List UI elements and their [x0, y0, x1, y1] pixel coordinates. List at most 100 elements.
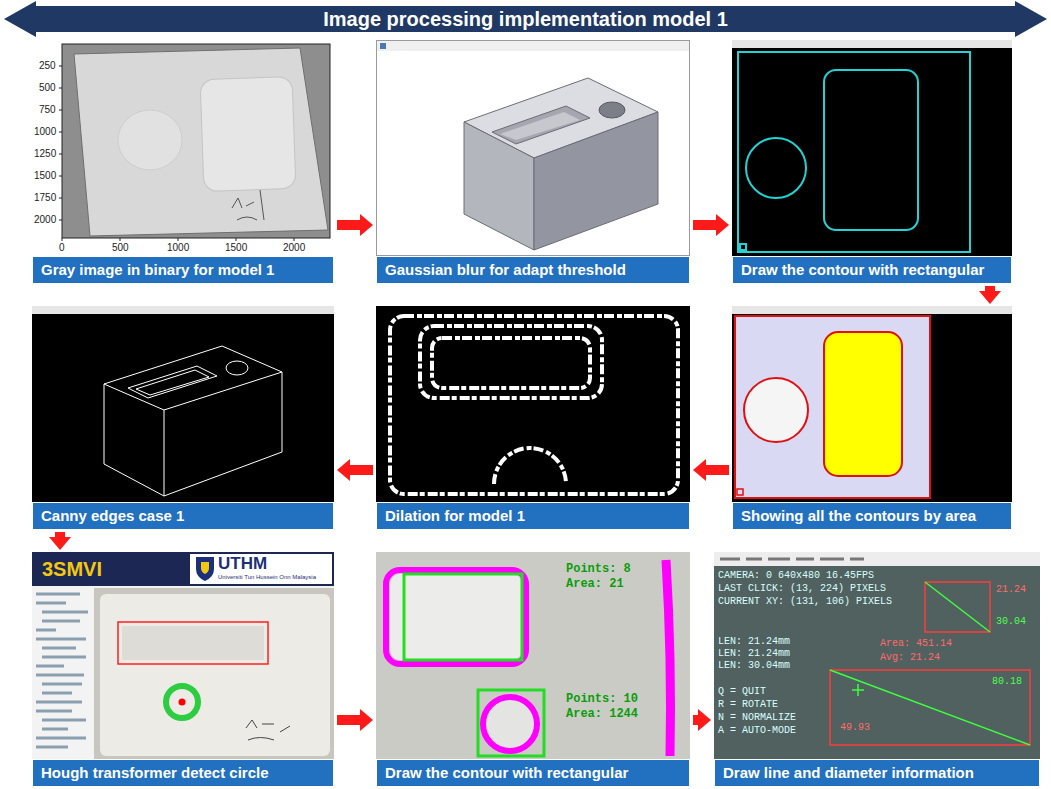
- measurement-readout: R = ROTATE: [718, 699, 778, 711]
- dilation-image: [376, 306, 690, 502]
- caption-text: Draw the contour with rectangular: [741, 261, 1003, 279]
- measurement-readout: Q = QUIT: [718, 686, 766, 698]
- measurement-readout: LEN: 21.24mm: [718, 648, 790, 660]
- caption-text: Gaussian blur for adapt threshold: [385, 261, 681, 279]
- flow-arrow: [706, 465, 729, 475]
- area-contours-window: [735, 316, 930, 498]
- caption-band: Draw the contour with rectangular: [732, 256, 1012, 284]
- grayscale-plot: [59, 44, 330, 241]
- caption-text: Hough transformer detect circle: [41, 764, 325, 782]
- process-panel: Hough transformer detect circle: [32, 552, 334, 787]
- hough-screenshot: [100, 594, 330, 756]
- contour-window: [738, 52, 970, 252]
- contour-readout: Area: 1244: [566, 707, 638, 721]
- contour-photo: [483, 697, 537, 751]
- measurement-screenshot: [830, 670, 1030, 745]
- canny-window: [32, 306, 334, 314]
- measurement-readout: Area: 451.14: [880, 638, 952, 650]
- axis-tick-label: 2000: [34, 214, 56, 226]
- detected-circle: [166, 686, 198, 718]
- caption-band: Gray image in binary for model 1: [32, 256, 334, 284]
- hough-screenshot: [32, 552, 334, 759]
- process-panel: Gaussian blur for adapt threshold: [376, 40, 690, 284]
- dilation-image: [420, 326, 602, 398]
- measurement-screenshot: [830, 670, 1030, 745]
- grayscale-plot: [118, 110, 182, 170]
- process-panel: Showing all the contours by area: [732, 306, 1012, 530]
- axis-tick-label: 1000: [34, 126, 56, 138]
- canny-window: [32, 306, 334, 502]
- canny-window: [226, 361, 248, 375]
- axis-tick-label: 2000: [283, 242, 305, 254]
- process-panel: Dilation for model 1: [376, 306, 690, 530]
- process-panel: Draw line and diameter information: [714, 552, 1040, 787]
- flow-arrow: [350, 465, 373, 475]
- contour-window: [732, 40, 1012, 48]
- contour-window: [746, 138, 806, 198]
- cad-model: [492, 106, 590, 144]
- cad-model: [377, 41, 690, 256]
- contour-photo: [390, 574, 522, 660]
- area-contours-window: [737, 489, 743, 495]
- contour-window: [740, 244, 746, 250]
- caption-band: Draw line and diameter information: [714, 759, 1040, 787]
- center-cross: [852, 684, 864, 696]
- axis-tick-label: 500: [39, 82, 56, 94]
- caption-band: Showing all the contours by area: [732, 502, 1012, 530]
- dilation-image: [390, 316, 678, 494]
- measurement-readout: LAST CLICK: (13, 224) PIXELS: [718, 583, 886, 595]
- circle-center: [179, 699, 186, 706]
- contour-photo: [376, 552, 690, 759]
- measurement-screenshot: [925, 582, 990, 632]
- grayscale-plot: [74, 48, 328, 236]
- canny-window: [32, 306, 334, 502]
- caption-text: Showing all the contours by area: [741, 507, 1003, 525]
- measurement-readout: 21.24: [996, 584, 1026, 596]
- axis-tick-label: 1250: [34, 148, 56, 160]
- measurement-readout: LEN: 21.24mm: [718, 636, 790, 648]
- dilation-image: [432, 338, 590, 388]
- hough-screenshot: [190, 554, 332, 584]
- measurement-readout: CURRENT XY: (131, 106) PIXELS: [718, 596, 892, 608]
- axis-tick-label: 250: [39, 60, 56, 72]
- flow-arrow: [693, 715, 698, 725]
- hough-screenshot: [118, 622, 268, 664]
- flow-arrow: [55, 532, 65, 537]
- hough-screenshot: [32, 552, 334, 759]
- cad-model: [380, 43, 386, 49]
- caption-band: Dilation for model 1: [376, 502, 690, 530]
- dilation-image: [390, 316, 678, 494]
- area-contours-window: [732, 306, 1012, 314]
- process-panel: Canny edges case 1: [32, 306, 334, 530]
- contour-window: [738, 52, 970, 252]
- area-contours-window: [732, 306, 1012, 502]
- canny-window: [164, 410, 165, 496]
- title-arrow: [4, 1, 1047, 37]
- hough-screenshot: [122, 626, 264, 660]
- measurement-readout: Avg: 21.24: [880, 652, 940, 664]
- area-contours-window: [744, 378, 808, 442]
- plot-frame: [62, 44, 330, 238]
- contour-photo: [404, 574, 522, 660]
- measurement-screenshot: [714, 552, 1040, 759]
- banner-text: Universiti Tun Hussein Onn Malaysia: [218, 574, 316, 581]
- contour-photo: [666, 560, 671, 756]
- axis-tick-label: 1750: [34, 192, 56, 204]
- caption-text: Gray image in binary for model 1: [41, 261, 325, 279]
- measurement-readout: LEN: 30.04mm: [718, 660, 790, 672]
- axis-ticks: [59, 66, 294, 241]
- axis-tick-label: 0: [59, 242, 65, 254]
- measurement-readout: 30.04: [996, 616, 1026, 628]
- process-panel: Gray image in binary for model 1: [32, 40, 334, 284]
- axis-tick-label: 1500: [34, 170, 56, 182]
- contour-window: [824, 70, 918, 230]
- process-panel: Draw the contour with rectangular: [732, 40, 1012, 284]
- grayscale-plot: [232, 190, 264, 220]
- canny-window: [136, 370, 209, 395]
- caption-band: Canny edges case 1: [32, 502, 334, 530]
- flow-arrow: [337, 715, 360, 725]
- contour-readout: Points: 8: [566, 562, 631, 576]
